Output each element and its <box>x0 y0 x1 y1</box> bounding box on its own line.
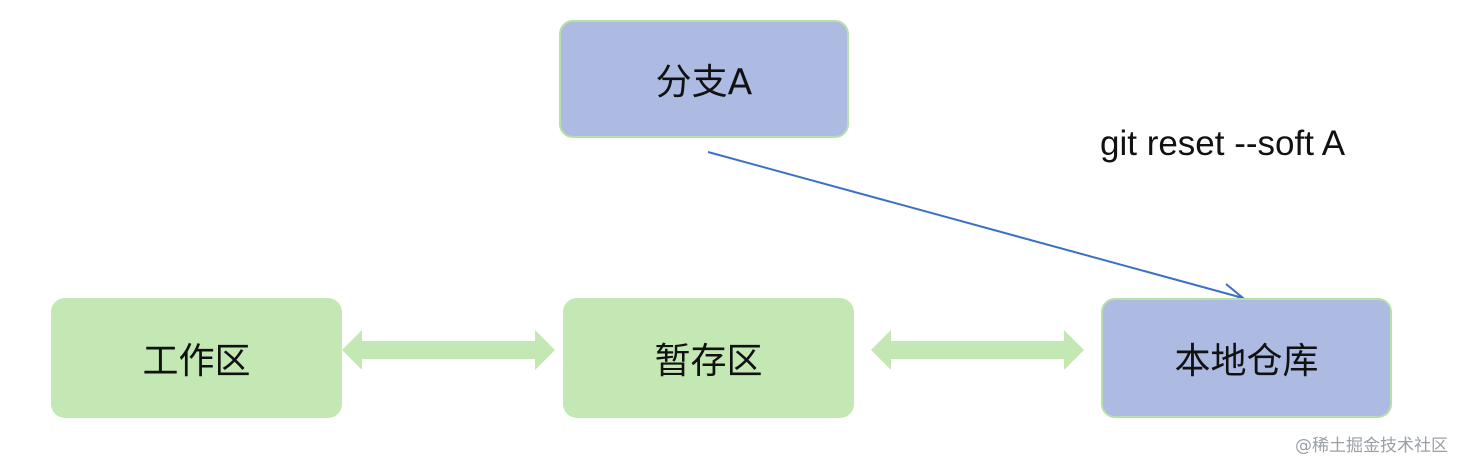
reset-command-label: git reset --soft A <box>1100 124 1346 163</box>
node-workspace: 工作区 <box>51 298 342 418</box>
node-staging: 暂存区 <box>563 298 854 418</box>
double-arrow-stage-repo <box>871 330 1084 370</box>
node-staging-label: 暂存区 <box>654 341 763 382</box>
node-local-repository-label: 本地仓库 <box>1174 341 1319 382</box>
node-local-repository: 本地仓库 <box>1101 298 1392 418</box>
node-branch-a: 分支A <box>559 20 849 138</box>
node-workspace-label: 工作区 <box>142 341 251 382</box>
reset-arrow-line <box>707 151 1244 299</box>
double-arrow-work-stage <box>342 330 555 370</box>
node-branch-a-label: 分支A <box>655 62 753 103</box>
watermark: @稀土掘金技术社区 <box>1295 436 1448 456</box>
